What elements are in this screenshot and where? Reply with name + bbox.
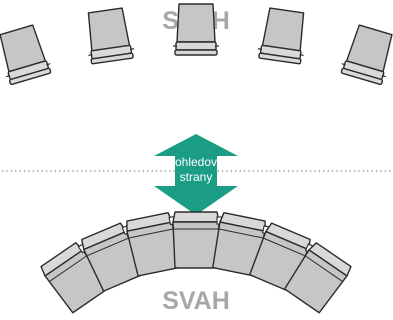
arrow-text-line1: pohledové	[168, 155, 224, 169]
bottom-seat	[172, 211, 223, 269]
top-seat	[0, 24, 52, 86]
top-seat-row	[0, 3, 393, 86]
bottom-seat	[283, 242, 352, 314]
arrow-text-line2: strany	[180, 170, 213, 184]
view-direction-arrow: pohledové strany	[154, 134, 238, 215]
bottom-label: SVAH	[162, 287, 230, 315]
top-seat	[257, 7, 305, 65]
top-seat	[173, 3, 219, 56]
bottom-seat-row	[40, 211, 352, 314]
top-seat	[340, 24, 393, 86]
bottom-seat	[81, 222, 143, 292]
top-seat	[87, 7, 135, 65]
double-arrow-shape	[154, 134, 238, 215]
